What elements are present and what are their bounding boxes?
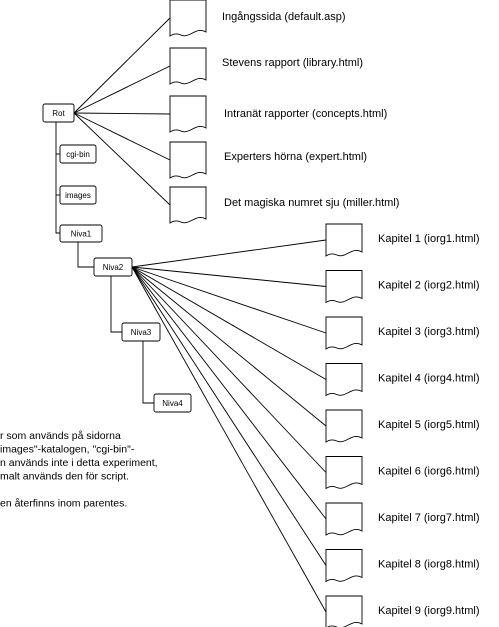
folder-niva1-label: Niva1 (71, 230, 92, 239)
note-text-line: en återfinns inom parentes. (0, 498, 127, 510)
page-doc-icon (169, 141, 207, 179)
chapter-doc-icon (325, 456, 363, 490)
chapter-label: Kapitel 5 (iorg5.html) (378, 419, 480, 431)
root-page-label: Intranät rapporter (concepts.html) (224, 108, 387, 120)
folder-images-box (59, 185, 97, 205)
niva2-to-chapter-line (131, 266, 327, 613)
folder-niva2-label: Niva2 (103, 263, 124, 272)
chapter-label: Kapitel 2 (iorg2.html) (378, 280, 480, 292)
folder-images-label: images (65, 191, 91, 200)
folder-rot: Rot (42, 103, 75, 123)
folder-images: images (59, 185, 97, 205)
connector-lines (55, 17, 327, 613)
chapter-doc-icon (325, 595, 363, 627)
folder-niva4-box (153, 393, 192, 413)
folder-niva3-box (121, 322, 161, 342)
chapter-label: Kapitel 9 (iorg9.html) (378, 605, 480, 617)
chapter-doc-icon (325, 316, 363, 350)
folder-niva1-box (59, 224, 103, 243)
niva2-to-niva3-line (110, 276, 122, 333)
folder-cgi-bin-label: cgi-bin (66, 150, 90, 159)
root-to-page-line (73, 65, 171, 114)
folder-rot-label: Rot (52, 109, 65, 118)
note-text-line: malt används den för script. (0, 471, 129, 483)
chapter-label: Kapitel 6 (iorg6.html) (378, 466, 480, 478)
folder-niva2-box (93, 257, 133, 277)
chapter-label: Kapitel 3 (iorg3.html) (378, 326, 480, 338)
chapter-doc-icon (325, 270, 363, 304)
chapter-doc-icon (325, 549, 363, 583)
root-to-page-line (73, 112, 171, 161)
chapter-label: Kapitel 1 (iorg1.html) (378, 233, 480, 245)
note-text-line: n används inte i detta experiment, (0, 457, 158, 469)
folder-niva4: Niva4 (153, 393, 192, 413)
chapter-label: Kapitel 7 (iorg7.html) (378, 512, 480, 524)
chapter-doc-icon (325, 502, 363, 536)
folder-rot-box (42, 103, 75, 123)
root-to-page-line (73, 112, 171, 115)
page-doc-icon (169, 95, 207, 133)
chapter-doc-icon (325, 409, 363, 443)
chapter-label: Kapitel 4 (iorg4.html) (378, 373, 480, 385)
folder-niva3-label: Niva3 (131, 328, 152, 337)
root-to-page-line (73, 17, 171, 114)
niva2-to-chapter-line (131, 266, 327, 473)
root-to-page-line (73, 112, 171, 206)
niva2-to-chapter-line (131, 266, 327, 427)
note-text-line: images"-katalogen, "cgi-bin"- (0, 444, 135, 456)
root-page-label: Experters hörna (expert.html) (224, 151, 367, 163)
niva2-to-chapter-line (131, 266, 327, 520)
niva2-to-chapter-line (131, 266, 327, 334)
niva2-to-chapter-line (131, 266, 327, 566)
chapter-doc-icon (325, 363, 363, 397)
folder-niva4-label: Niva4 (162, 399, 183, 408)
niva2-to-chapter-line (131, 266, 327, 287)
root-trunk-line (55, 122, 60, 234)
niva2-to-chapter-line (131, 239, 327, 268)
folder-cgi-bin-box (59, 144, 97, 164)
root-page-label: Ingångssida (default.asp) (222, 11, 346, 23)
folder-niva3: Niva3 (121, 322, 161, 342)
root-page-label: Det magiska numret sju (miller.html) (224, 197, 399, 209)
page-doc-icon (169, 47, 207, 85)
page-doc-icon (169, 0, 207, 37)
folder-cgi-bin: cgi-bin (59, 144, 97, 164)
niva1-to-niva2-line (77, 242, 94, 268)
chapter-doc-icon (325, 223, 363, 257)
folder-niva2: Niva2 (93, 257, 133, 277)
folder-niva1: Niva1 (59, 224, 103, 243)
niva2-to-chapter-line (131, 266, 327, 380)
chapter-label: Kapitel 8 (iorg8.html) (378, 559, 480, 571)
page-doc-icon (169, 186, 207, 224)
note-text-line: r som används på sidorna (0, 430, 121, 442)
root-page-label: Stevens rapport (library.html) (222, 57, 363, 69)
niva3-to-niva4-line (142, 341, 154, 404)
